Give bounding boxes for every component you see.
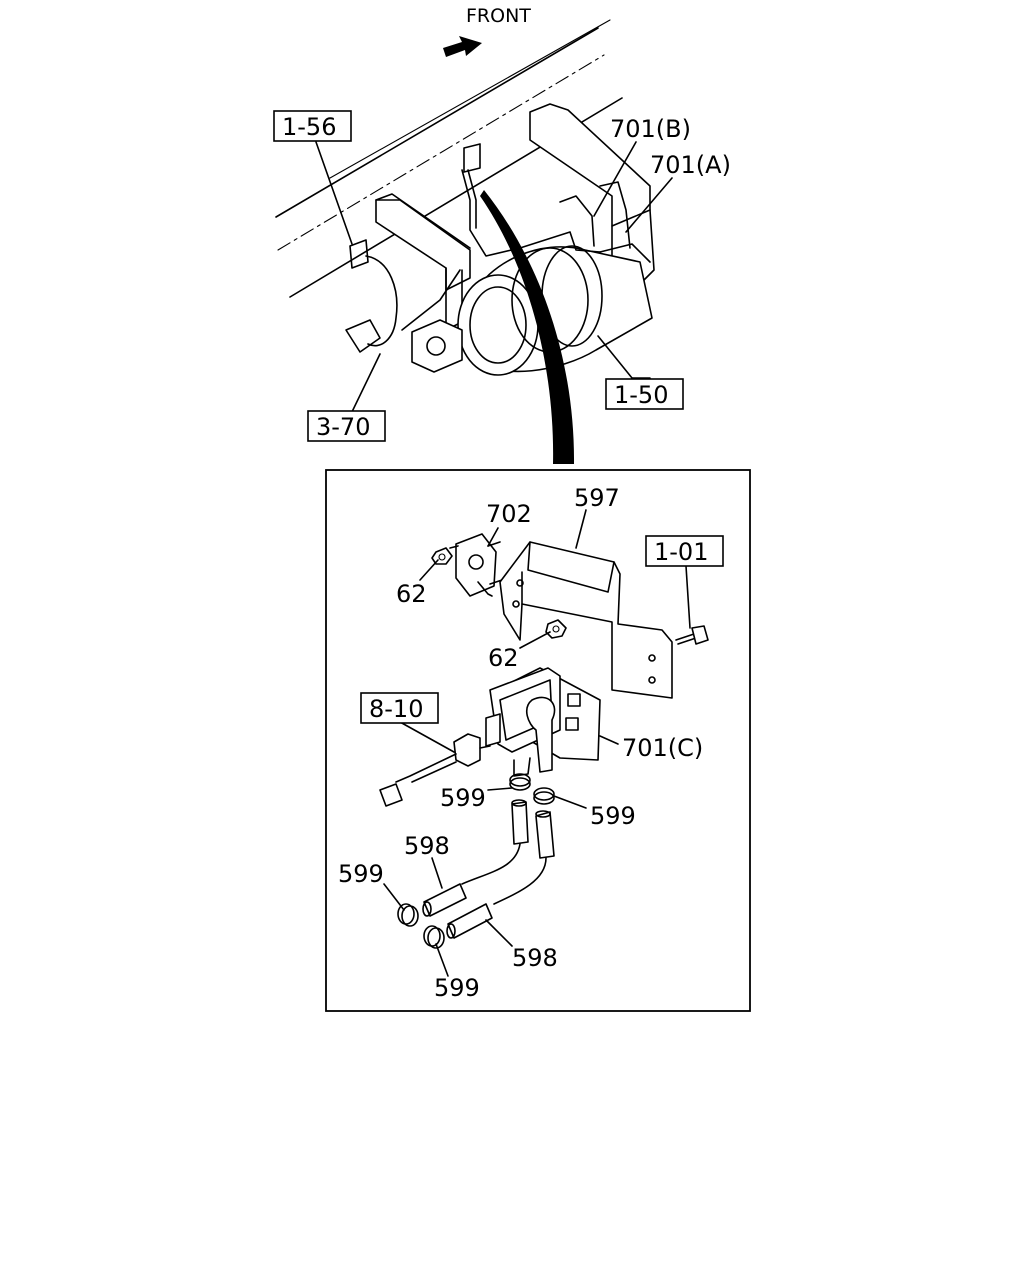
hose-598-upper [461,799,555,905]
upper-leader-lines [315,141,673,417]
callout-599-a: 599 [440,784,486,812]
callout-599-c: 599 [338,860,384,888]
clamp-599-d [423,925,445,949]
callout-62-lower: 62 [488,644,519,672]
ref-1-56[interactable]: 1-56 [273,110,352,142]
part-701c-sensor [485,667,601,777]
clamp-599-a [509,773,531,791]
callout-702: 702 [486,500,532,528]
bolt-1-01 [675,625,709,645]
callout-62-upper: 62 [396,580,427,608]
hose-598-lower [422,883,493,939]
svg-text:1-50: 1-50 [614,381,668,409]
detail-leader-lines [383,509,691,977]
svg-text:1-01: 1-01 [654,538,708,566]
svg-text:1-56: 1-56 [282,113,336,141]
front-arrow-icon [443,36,482,57]
callout-599-d: 599 [434,974,480,1002]
nut-62-upper [431,547,453,565]
callout-597: 597 [574,484,620,512]
ref-1-50[interactable]: 1-50 [605,378,684,410]
left-bracket [375,193,471,331]
front-label: FRONT [466,5,531,27]
ref-1-01[interactable]: 1-01 [645,535,724,567]
detail-frame [325,469,751,1012]
ref-8-10[interactable]: 8-10 [360,692,439,724]
callout-598-lower: 598 [512,944,558,972]
detail-callout-curve [480,190,575,464]
svg-text:8-10: 8-10 [369,695,423,723]
callout-599-b: 599 [590,802,636,830]
callout-701b: 701(B) [610,115,691,143]
svg-text:3-70: 3-70 [316,413,370,441]
part-597-bracket [499,541,673,699]
inlet-flange [345,319,463,373]
ref-3-70[interactable]: 3-70 [307,410,386,442]
clamp-599-b [533,787,555,805]
part-702-plate [449,533,503,597]
exhaust-filter-body [457,243,653,376]
callout-701a: 701(A) [650,151,731,179]
clamp-599-c [397,903,419,927]
callout-598-upper: 598 [404,832,450,860]
nut-62-lower [545,619,567,639]
harness-8-10 [379,733,491,807]
callout-701c: 701(C) [622,734,703,762]
